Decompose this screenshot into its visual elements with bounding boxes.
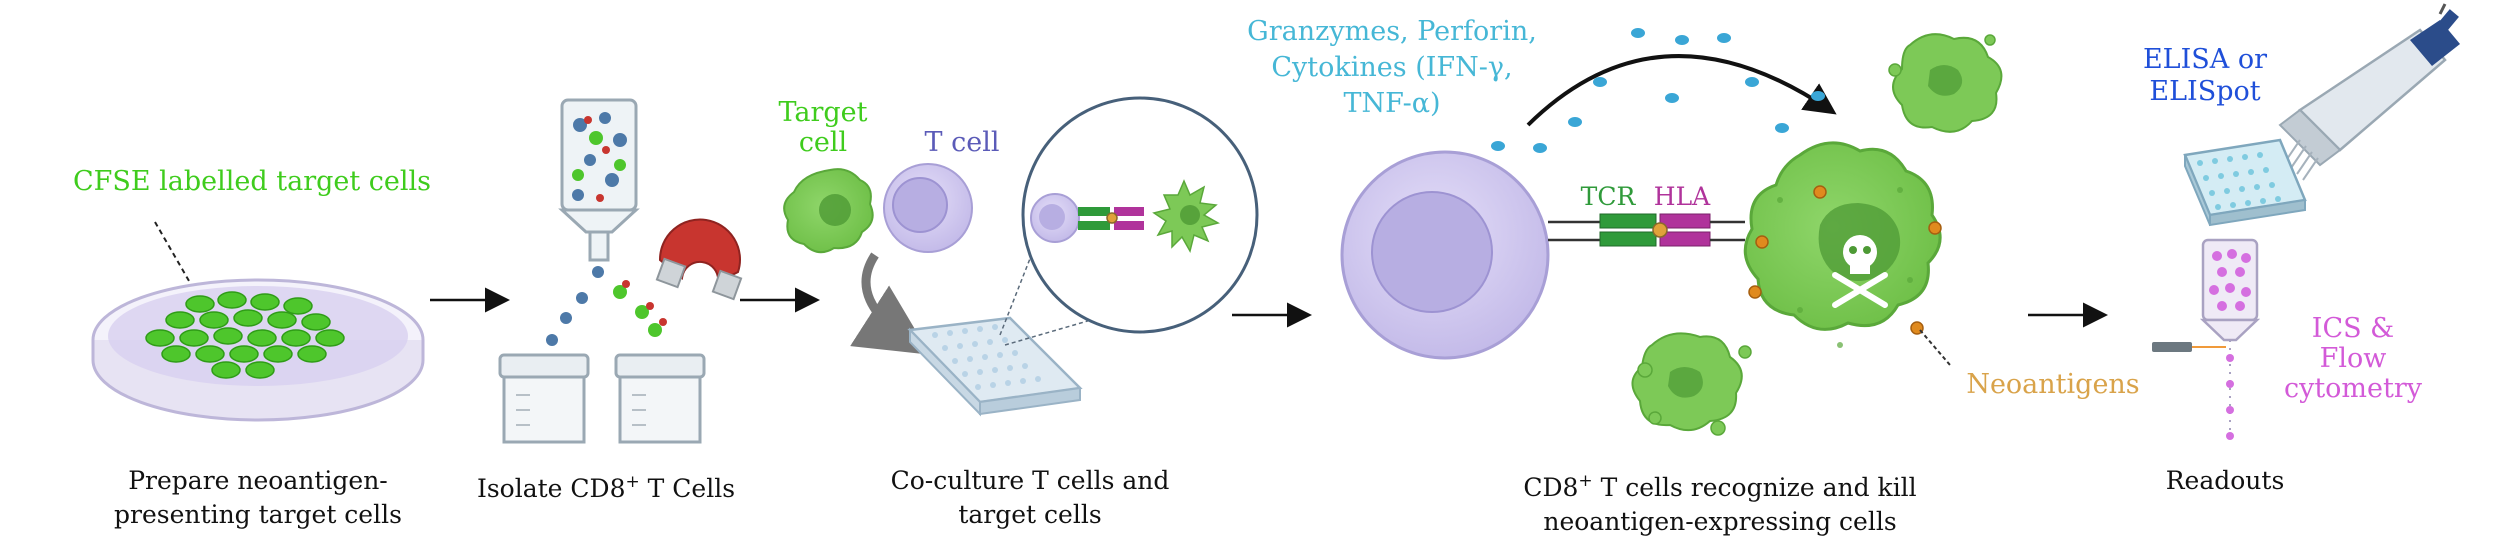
step1-caption-line1: Prepare neoantigen- (128, 466, 388, 495)
target-cell-label-line1: Target (778, 97, 867, 128)
step4-killing: Granzymes, Perforin, Cytokines (IFN-γ, T… (1247, 16, 2140, 536)
collection-tube-right-icon (614, 353, 706, 444)
cfse-cells-cluster (145, 291, 345, 379)
step1-caption-line2: presenting target cells (114, 500, 402, 529)
neoantigens-label: Neoantigens (1966, 369, 2139, 400)
labelled-tcells (613, 280, 667, 337)
step4-caption-line2: neoantigen-expressing cells (1543, 507, 1896, 536)
magnetic-separation-column-icon (558, 98, 640, 262)
step4-caption-line1: CD8+ T cells recognize and kill (1523, 471, 1916, 502)
well-plate-icon (907, 316, 1083, 417)
ics-label-line2: Flow (2320, 343, 2387, 374)
magnifier-zoom-icon (1021, 96, 1259, 334)
step3-caption-line2: target cells (958, 500, 1101, 529)
ics-label-line1: ICS & (2312, 313, 2394, 344)
cfse-label: CFSE labelled target cells (73, 166, 431, 197)
step3-caption-line1: Co-culture T cells and (891, 466, 1170, 495)
target-cell-label-line2: cell (799, 127, 847, 158)
tcr-receptor-icon (1599, 213, 1657, 229)
hla-label: HLA (1654, 182, 1711, 211)
neoantigen-pointer (1919, 329, 1951, 366)
elisa-label-line1: ELISA or (2143, 44, 2267, 75)
step1-petri-dish: CFSE labelled target cells (73, 166, 431, 529)
granzymes-label-line3: TNF-α) (1343, 88, 1440, 119)
multichannel-pipette-icon (2278, 3, 2460, 181)
magnet-icon (655, 218, 743, 301)
granzymes-label-line2: Cytokines (IFN-γ, (1271, 52, 1512, 83)
skull-crossbones-icon (1832, 235, 1888, 308)
hla-molecule-icon (1659, 213, 1711, 229)
falling-cells (546, 266, 604, 346)
tcr-label: TCR (1581, 182, 1637, 211)
coculture-curve-arrow (850, 252, 931, 355)
step5-caption: Readouts (2166, 466, 2285, 495)
secretion-arrow (1526, 54, 1837, 127)
flow-cytometer-capillary-icon (2152, 238, 2261, 440)
step3-coculture: Target cell T cell (778, 96, 1259, 529)
elisa-label-line2: ELISpot (2149, 76, 2260, 107)
granzymes-label-line1: Granzymes, Perforin, (1247, 16, 1537, 47)
t-cell-label: T cell (925, 127, 1000, 158)
step2-caption: Isolate CD8+ T Cells (477, 472, 735, 503)
ics-label-line3: cytometry (2284, 373, 2423, 404)
elisa-plate-icon (2183, 138, 2307, 227)
step5-readouts: ELISA or ELISpot (2143, 3, 2460, 495)
granule-dots (1491, 28, 1825, 153)
collection-tube-left-icon (498, 353, 590, 444)
step2-isolation: Isolate CD8+ T Cells (477, 98, 743, 503)
